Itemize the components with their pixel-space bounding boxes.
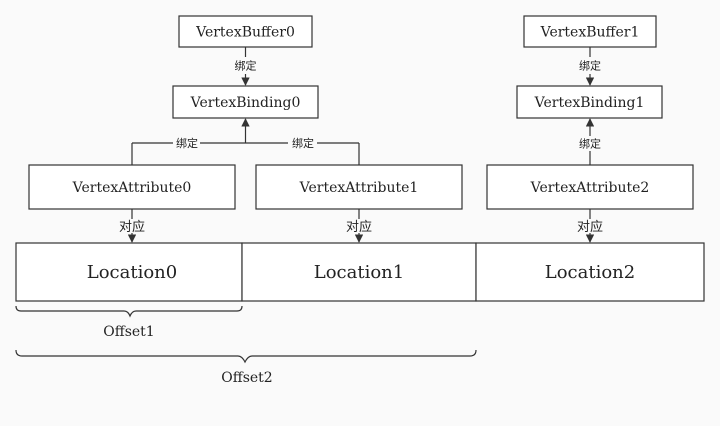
vertex-binding-1-label: VertexBinding1 [534, 95, 645, 111]
location-row: Location0 Location1 Location2 [15, 242, 705, 302]
edge-label-bind-3: 绑定 [292, 136, 314, 150]
location-0-cell [15, 242, 243, 302]
vertex-buffer-0-node: VertexBuffer0 [178, 15, 313, 48]
edge-attribute2-location2: 对应 [577, 209, 603, 243]
edge-buffer1-binding1: 绑定 [579, 47, 601, 86]
location-2-cell [475, 242, 705, 302]
vertex-attribute-2-label: VertexAttribute2 [530, 180, 650, 196]
edge-attribute2-binding1: 绑定 [579, 118, 601, 165]
location-1-label: Location1 [314, 262, 404, 283]
vertex-buffer-0-label: VertexBuffer0 [195, 25, 295, 41]
edge-label-correspond-0: 对应 [119, 219, 145, 235]
edge-attribute0-location0: 对应 [119, 209, 145, 243]
vertex-binding-1-node: VertexBinding1 [516, 85, 663, 119]
vertex-buffer-1-label: VertexBuffer1 [540, 25, 640, 41]
edge-label-bind-0: 绑定 [235, 59, 257, 73]
location-0-label: Location0 [87, 262, 177, 283]
offset1-brace: Offset1 [15, 305, 243, 340]
vertex-attribute-1-label: VertexAttribute1 [299, 180, 419, 196]
edge-label-bind-2: 绑定 [176, 136, 198, 150]
offset2-brace: Offset2 [15, 349, 477, 386]
vertex-attribute-1-node: VertexAttribute1 [255, 164, 463, 210]
vertex-attribute-0-node: VertexAttribute0 [28, 164, 236, 210]
edge-label-bind-4: 绑定 [579, 137, 601, 151]
vertex-binding-0-label: VertexBinding0 [190, 95, 301, 111]
edge-attributes-binding0: 绑定 绑定 [131, 118, 360, 165]
location-1-cell [241, 242, 477, 302]
edge-label-correspond-2: 对应 [577, 219, 603, 235]
vertex-buffer-1-node: VertexBuffer1 [523, 15, 657, 48]
vertex-binding-0-node: VertexBinding0 [172, 85, 319, 119]
edge-label-correspond-1: 对应 [346, 219, 372, 235]
edge-label-bind-1: 绑定 [579, 59, 601, 73]
offset1-label: Offset1 [103, 324, 154, 340]
vertex-attribute-2-node: VertexAttribute2 [486, 164, 694, 210]
edge-buffer0-binding0: 绑定 [235, 47, 257, 86]
location-2-label: Location2 [545, 262, 635, 283]
edge-attribute1-location1: 对应 [346, 209, 372, 243]
vertex-attribute-0-label: VertexAttribute0 [72, 180, 192, 196]
offset2-label: Offset2 [221, 370, 272, 386]
